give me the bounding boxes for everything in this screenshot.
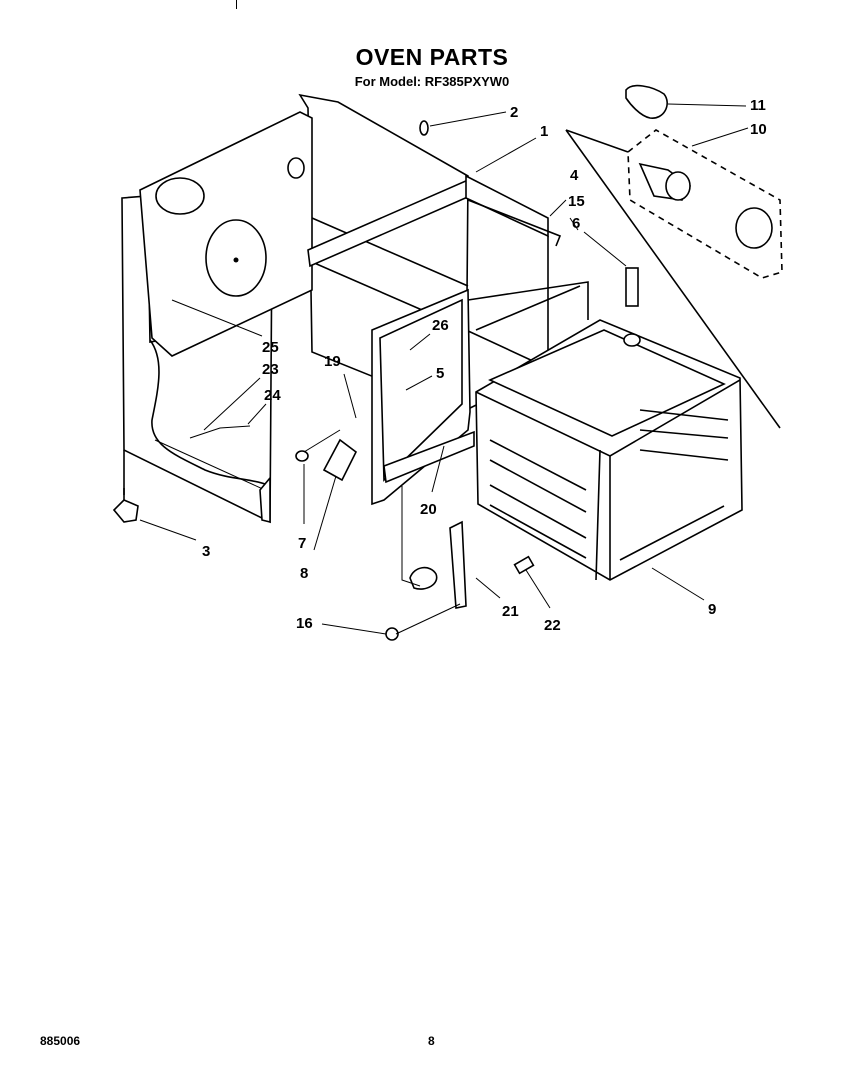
top-edge-mark (236, 0, 237, 9)
model-subtitle: For Model: RF385PXYW0 (354, 74, 510, 89)
callout-7: 7 (298, 535, 306, 552)
callout-5: 5 (436, 365, 444, 382)
callout-20: 22 (544, 617, 561, 634)
front-frame (371, 281, 589, 506)
callout-1: 1 (540, 123, 548, 140)
callout-23: 24 (264, 387, 281, 404)
leader-lines (139, 103, 749, 635)
callout-11: 11 (750, 97, 766, 114)
callout-25: 26 (432, 317, 449, 334)
callout-4: 4 (570, 167, 579, 184)
document-number: 885006 (40, 1034, 81, 1048)
callout-22: 23 (262, 361, 279, 378)
oven-parts-diagram: 2 1 4 15 6 11 10 25 26 19 23 5 24 20 3 7… (112, 84, 783, 641)
small-hardware (112, 120, 641, 641)
callout-2: 2 (510, 104, 518, 121)
callout-6: 6 (572, 215, 580, 232)
callout-15: 20 (420, 501, 437, 518)
callout-26: 19 (324, 353, 341, 370)
callout-24: 25 (262, 339, 279, 356)
callout-19: 21 (502, 603, 519, 620)
callout-8: 8 (300, 565, 308, 582)
light-assembly (565, 84, 783, 429)
callout-labels: 2 1 4 15 6 11 10 25 26 19 23 5 24 20 3 7… (202, 97, 767, 634)
callout-21: 16 (296, 615, 313, 632)
callout-9: 9 (708, 601, 716, 618)
page-number: 8 (428, 1034, 435, 1048)
callout-16: 15 (568, 193, 585, 210)
page-title: OVEN PARTS (355, 44, 509, 70)
callout-3: 3 (202, 543, 210, 560)
oven-rack (475, 319, 743, 581)
callout-10: 10 (750, 121, 767, 138)
